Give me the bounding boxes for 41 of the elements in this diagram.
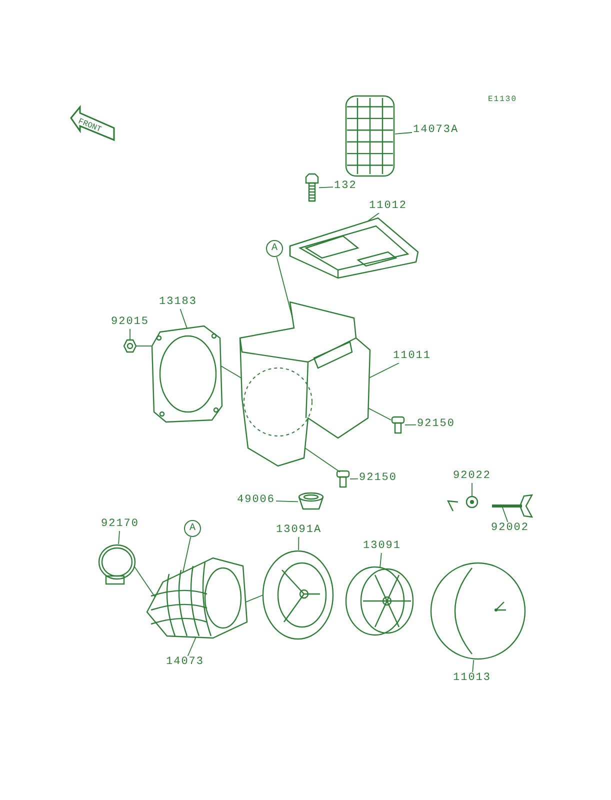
- leader-line: [350, 478, 358, 480]
- bolt-drawing: [305, 174, 319, 202]
- filter-frame-drawing: [345, 566, 415, 636]
- screw-drawing: [336, 470, 350, 488]
- assembly-line: [304, 448, 340, 472]
- leader-line: [276, 500, 298, 502]
- air-cleaner-cover-drawing: [430, 562, 526, 660]
- nut-drawing: [124, 340, 136, 352]
- part-number: 11011: [392, 350, 432, 363]
- assembly-line: [246, 594, 264, 602]
- clamp-drawing: [98, 544, 136, 586]
- leader-line: [472, 660, 474, 672]
- part-number: 13183: [158, 296, 198, 309]
- leader-line: [182, 536, 192, 572]
- cover-drawing: [288, 216, 420, 280]
- leader-line: [118, 530, 120, 544]
- leader-line: [502, 506, 508, 522]
- leader-line: [394, 132, 412, 134]
- leader-line: [368, 362, 400, 378]
- direction-label: FRONT: [76, 116, 104, 137]
- leader-line: [318, 186, 334, 188]
- assembly-line: [368, 408, 392, 420]
- gasket-drawing: [152, 326, 222, 422]
- part-number: 11012: [368, 200, 408, 213]
- reference-callout: A: [184, 520, 201, 537]
- filter-plate-drawing: [262, 550, 334, 640]
- leader-line: [298, 536, 300, 550]
- leader-line: [368, 212, 380, 222]
- leader-line: [187, 636, 196, 656]
- screw-drawing: [391, 416, 405, 434]
- reference-callout: A: [266, 240, 283, 257]
- cap-drawing: [298, 492, 324, 512]
- washer-drawing: [466, 496, 478, 508]
- assembly-line: [134, 566, 156, 598]
- leader-line: [380, 552, 382, 568]
- leader-line: [180, 308, 188, 329]
- leader-line: [404, 424, 416, 426]
- filter-element-drawing: [345, 95, 395, 177]
- assembly-line: [220, 366, 242, 378]
- wing-bolt-drawing: [492, 494, 534, 518]
- leader-line: [276, 256, 293, 318]
